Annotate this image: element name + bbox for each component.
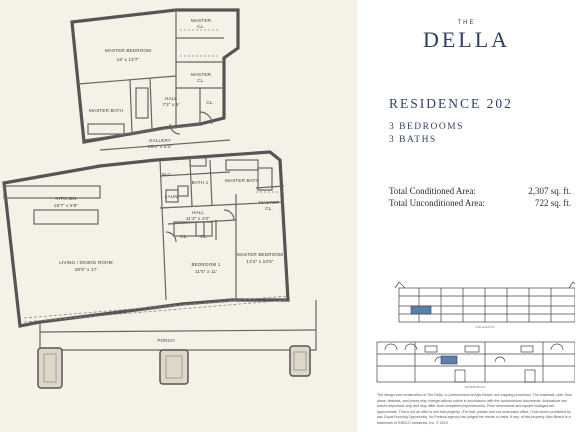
conditioned-area-row: Total Conditioned Area: 2,307 sq. ft. <box>389 186 571 196</box>
room-hall-2-dim: 11'3" x 4'0" <box>186 216 210 221</box>
residence-title: RESIDENCE 202 <box>389 96 513 111</box>
room-master-bedroom-2-dim: 13'2" x 10'6" <box>246 259 273 264</box>
room-living-dining-dim: 28'9" x 17' <box>75 267 98 272</box>
unconditioned-area-value: 722 sq. ft. <box>535 198 571 208</box>
room-laun: LAUN. <box>165 194 179 199</box>
room-living-dining: LIVING / DINING ROOM <box>59 260 113 265</box>
room-master-cl-1b: CL. <box>197 24 205 29</box>
room-wic: W.C. <box>162 172 173 177</box>
residence-info-panel: THE DELLA RESIDENCE 202 3 BEDROOMS 3 BAT… <box>357 0 576 432</box>
floor-plan-drawing: MASTER BEDROOM 19' x 13'7" MASTER CL. MA… <box>2 8 317 389</box>
waterfront-elevation-label: WATERFRONT <box>465 385 486 389</box>
room-master-cl-2: MASTER <box>191 72 212 77</box>
unconditioned-area-row: Total Unconditioned Area: 722 sq. ft. <box>389 198 571 208</box>
room-master-cl-2b: CL. <box>197 78 205 83</box>
brand-the: THE <box>457 20 476 26</box>
room-master-bedroom-2: MASTER BEDROOM <box>237 252 283 257</box>
room-porch: PORCH <box>157 338 174 343</box>
room-master-cl-3b: CL. <box>265 206 273 211</box>
room-master-bedroom: MASTER BEDROOM <box>105 48 151 53</box>
room-gallery: GALLERY <box>149 138 171 143</box>
north-elevation-label: N ELEVATION <box>475 325 494 329</box>
room-cl-2: CL. <box>180 234 188 239</box>
room-hall-2: HALL <box>192 210 204 215</box>
room-hall-1: HALL <box>165 96 177 101</box>
room-master-bath-2: MASTER BATH <box>225 178 259 183</box>
bath-count: 3 BATHS <box>389 135 437 145</box>
room-bedroom-1: BEDROOM 1 <box>192 262 221 267</box>
room-cl-1: CL. <box>206 100 214 105</box>
unit-202-highlight <box>410 305 432 315</box>
floor-plan: MASTER BEDROOM 19' x 13'7" MASTER CL. MA… <box>0 0 357 432</box>
room-kitchen: KITCHEN <box>55 196 76 201</box>
unconditioned-area-label: Total Unconditioned Area: <box>389 198 485 208</box>
bedroom-count: 3 BEDROOMS <box>389 122 464 132</box>
room-master-bedroom-dim: 19' x 13'7" <box>117 57 140 62</box>
unit-202-highlight-waterfront <box>440 355 458 365</box>
room-kitchen-dim: 18'7" x 8'6" <box>54 203 79 208</box>
brand-logo: DELLA <box>422 27 511 52</box>
room-gallery-dim: 26'4" x 5'4" <box>148 144 173 149</box>
legal-disclaimer: The design and construction of The Della… <box>377 393 573 425</box>
room-master-cl-1: MASTER <box>191 18 212 23</box>
room-master-bath-1: MASTER BATH <box>89 108 123 113</box>
room-cl-3: CL. <box>200 234 208 239</box>
room-bath-1: BATH 1 <box>192 180 209 185</box>
room-hall-1-dim: 7'2" x 6' <box>162 102 179 107</box>
room-bedroom-1-dim: 11'5" x 11' <box>195 269 217 274</box>
conditioned-area-label: Total Conditioned Area: <box>389 186 476 196</box>
building-elevations: N ELEVATION WATERFRONT <box>376 281 575 389</box>
room-master-cl-3: MASTER <box>259 200 280 205</box>
conditioned-area-value: 2,307 sq. ft. <box>528 186 571 196</box>
